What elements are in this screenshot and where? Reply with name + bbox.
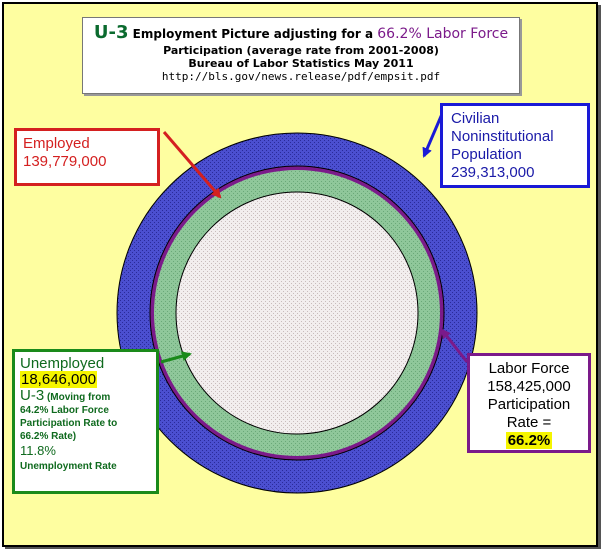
labor-force-label: Labor Force [488,360,570,377]
unemployed-u3-note-a: (Moving from [44,392,111,403]
title-source-url: http://bls.gov/news.release/pdf/empsit.p… [161,69,441,83]
unemployed-u3-note-c: Participation Rate to [20,418,118,429]
unemployed-arrow [160,351,192,364]
unemployment-rate-value: 11.8% [20,443,56,458]
employed-label: Employed [23,135,90,152]
civilian-value: 239,313,000 [451,164,535,181]
employed-box: Employed 139,779,000 [14,128,160,186]
participation-label: Participation [487,396,571,413]
unemployed-label: Unemployed [20,355,105,372]
labor-force-box: Labor Force 158,425,000 Participation Ra… [467,353,591,453]
employed-value: 139,779,000 [23,153,107,170]
unemployed-value: 18,646,000 [20,371,98,388]
unemployed-box: Unemployed 18,646,000 U-3 (Moving from 6… [12,349,159,494]
labor-force-diagram [116,113,478,494]
civilian-line-3: Population [451,146,522,163]
title-line-3: Bureau of Labor Statistics May 2011 [188,56,414,70]
participation-rate-eq: Rate = [506,414,552,431]
labor-force-arrow [440,328,469,363]
unemployed-u3-note-b: 64.2% Labor Force [20,405,109,416]
title-rate: 66.2% Labor Force [377,26,509,42]
title-line-2: Participation (average rate from 2001-20… [163,43,439,57]
unemployed-u3-label: U-3 [20,387,45,404]
title-line-1: U-3 Employment Picture adjusting for a 6… [83,22,519,44]
unemployed-u3-note-d: 66.2% Rate) [20,431,77,442]
participation-rate-value: 66.2% [505,432,553,449]
employed-arrow [162,131,222,199]
title-line1-mid: Employment Picture adjusting for a [128,27,378,41]
civilian-population-box: Civilian Noninstitutional Population 239… [440,103,590,188]
title-box: U-3 Employment Picture adjusting for a 6… [82,17,520,94]
unemployment-rate-label: Unemployment Rate [20,461,117,472]
labor-force-value: 158,425,000 [487,378,571,395]
civilian-line-2: Noninstitutional [451,128,554,145]
civilian-line-1: Civilian [451,110,500,127]
title-u3: U-3 [93,22,129,43]
civilian-arrow [422,113,444,158]
employed-core [175,191,419,435]
